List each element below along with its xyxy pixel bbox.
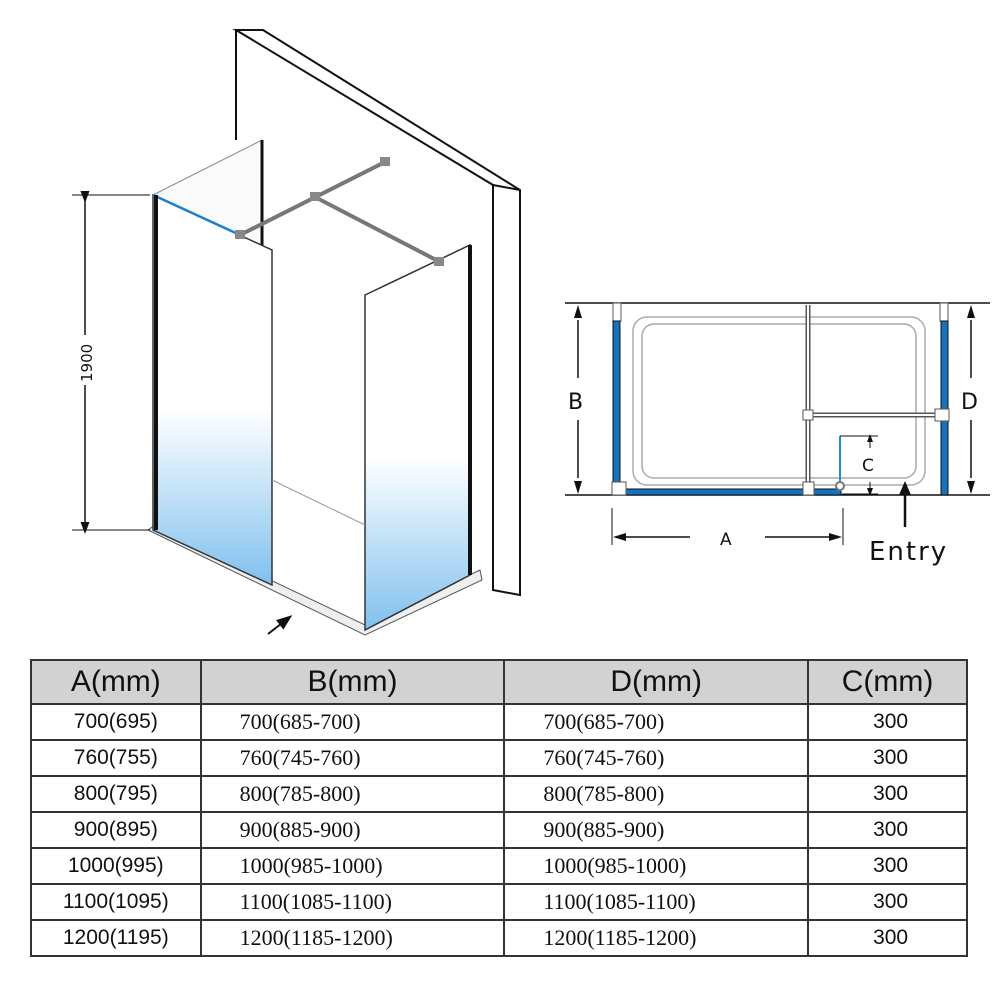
entry-arrow-3d [267, 615, 293, 635]
table-row: 1200(1195)1200(1185-1200)1200(1185-1200)… [30, 919, 968, 957]
cell-b: 700(685-700) [199, 703, 506, 741]
shower-diagram: 1900 C B [72, 29, 990, 636]
cell-a: 1200(1195) [30, 919, 202, 957]
label-d: D [961, 390, 978, 415]
cell-d: 760(745-760) [503, 739, 810, 777]
left-glass [612, 320, 621, 487]
tray-outline [632, 316, 926, 486]
label-a: A [720, 530, 732, 550]
plan-view: C B D A Entry [565, 302, 990, 567]
table-row: 900(895)900(885-900)900(885-900)300 [30, 811, 968, 849]
cell-d: 1200(1185-1200) [503, 919, 810, 957]
cell-d: 800(785-800) [503, 775, 810, 813]
header-c: C(mm) [807, 659, 968, 705]
support-bar [314, 195, 441, 264]
cell-b: 900(885-900) [199, 811, 506, 849]
cell-b: 1100(1085-1100) [199, 883, 506, 921]
cell-b: 800(785-800) [199, 775, 506, 813]
dimensions-table: A(mm) B(mm) D(mm) C(mm) 700(695)700(685-… [30, 659, 968, 957]
left-glass-panel [152, 193, 273, 587]
cell-a: 760(755) [30, 739, 202, 777]
cell-a: 800(795) [30, 775, 202, 813]
cell-c: 300 [807, 919, 968, 957]
cell-d: 1000(985-1000) [503, 847, 810, 885]
cell-d: 900(885-900) [503, 811, 810, 849]
cell-a: 900(895) [30, 811, 202, 849]
cell-c: 300 [807, 703, 968, 741]
height-label: 1900 [78, 344, 96, 382]
table-row: 1100(1095)1100(1085-1100)1100(1085-1100)… [30, 883, 968, 921]
cell-a: 1000(995) [30, 847, 202, 885]
label-b: B [568, 390, 583, 415]
cell-c: 300 [807, 739, 968, 777]
cell-c: 300 [807, 811, 968, 849]
cell-b: 1200(1185-1200) [199, 919, 506, 957]
table-row: 1000(995)1000(985-1000)1000(985-1000)300 [30, 847, 968, 885]
right-glass [940, 320, 949, 496]
header-a: A(mm) [30, 659, 202, 705]
header-d: D(mm) [503, 659, 810, 705]
cell-b: 1000(985-1000) [199, 847, 506, 885]
cell-c: 300 [807, 847, 968, 885]
cell-d: 1100(1085-1100) [503, 883, 810, 921]
entry-label: Entry [869, 537, 948, 567]
cell-a: 1100(1095) [30, 883, 202, 921]
table-header-row: A(mm) B(mm) D(mm) C(mm) [30, 659, 968, 705]
table-row: 760(755)760(745-760)760(745-760)300 [30, 739, 968, 777]
right-glass-panel [364, 243, 471, 632]
cell-c: 300 [807, 775, 968, 813]
header-b: B(mm) [199, 659, 506, 705]
table-row: 700(695)700(685-700)700(685-700)300 [30, 703, 968, 741]
cell-d: 700(685-700) [503, 703, 810, 741]
table-row: 800(795)800(785-800)800(785-800)300 [30, 775, 968, 813]
cell-b: 760(745-760) [199, 739, 506, 777]
cell-a: 700(695) [30, 703, 202, 741]
cell-c: 300 [807, 883, 968, 921]
label-c: C [862, 456, 874, 476]
isometric-view: 1900 [72, 29, 521, 636]
